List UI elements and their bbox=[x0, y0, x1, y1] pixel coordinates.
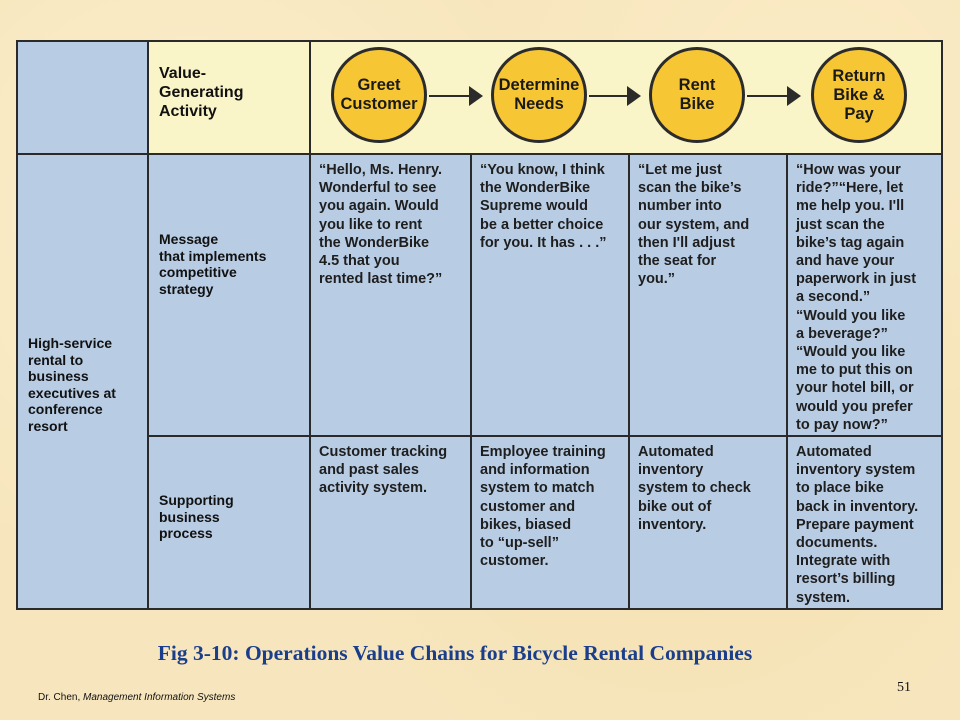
process-determine-cell: Employee training and information system… bbox=[470, 435, 630, 610]
footer-book: Management Information Systems bbox=[83, 692, 236, 703]
left-label-cell: High-service rental to business executiv… bbox=[16, 153, 149, 610]
arrow-1 bbox=[429, 86, 483, 106]
value-chain-figure: Value- Generating Activity Greet Custome… bbox=[16, 40, 943, 610]
step-rent-bike: Rent Bike bbox=[649, 47, 745, 143]
process-rent-cell: Automated inventory system to check bike… bbox=[628, 435, 788, 610]
message-greet-cell: “Hello, Ms. Henry. Wonderful to see you … bbox=[309, 153, 472, 437]
step-return-bike-pay: Return Bike & Pay bbox=[811, 47, 907, 143]
arrow-3 bbox=[747, 86, 801, 106]
arrow-2 bbox=[589, 86, 641, 106]
message-label: Message that implements competitive stra… bbox=[159, 231, 267, 297]
page-number: 51 bbox=[897, 680, 911, 695]
message-rent-cell: “Let me just scan the bike’s number into… bbox=[628, 153, 788, 437]
process-determine-text: Employee training and information system… bbox=[480, 444, 606, 570]
message-greet-text: “Hello, Ms. Henry. Wonderful to see you … bbox=[319, 162, 443, 288]
process-greet-cell: Customer tracking and past sales activit… bbox=[309, 435, 472, 610]
process-rent-text: Automated inventory system to check bike… bbox=[638, 444, 751, 533]
value-generating-activity-label: Value- Generating Activity bbox=[159, 65, 244, 120]
message-return-text: “How was your ride?”“Here, let me help y… bbox=[796, 162, 917, 433]
figure-caption: Fig 3-10: Operations Value Chains for Bi… bbox=[157, 641, 753, 665]
message-determine-text: “You know, I think the WonderBike Suprem… bbox=[480, 162, 607, 251]
step-determine-needs: Determine Needs bbox=[491, 47, 587, 143]
process-label: Supporting business process bbox=[159, 492, 234, 541]
row-message-label-cell: Message that implements competitive stra… bbox=[147, 153, 311, 437]
segment-label: High-service rental to business executiv… bbox=[28, 335, 116, 434]
header-label-cell: Value- Generating Activity bbox=[147, 40, 311, 155]
process-return-cell: Automated inventory system to place bike… bbox=[786, 435, 943, 610]
footer-author: Dr. Chen, bbox=[38, 692, 84, 703]
header-steps-cell: Greet Customer Determine Needs Rent Bike… bbox=[309, 40, 943, 155]
process-return-text: Automated inventory system to place bike… bbox=[796, 444, 919, 606]
process-greet-text: Customer tracking and past sales activit… bbox=[319, 444, 448, 497]
message-determine-cell: “You know, I think the WonderBike Suprem… bbox=[470, 153, 630, 437]
message-rent-text: “Let me just scan the bike’s number into… bbox=[638, 162, 750, 288]
row-process-label-cell: Supporting business process bbox=[147, 435, 311, 610]
message-return-cell: “How was your ride?”“Here, let me help y… bbox=[786, 153, 943, 437]
corner-cell bbox=[16, 40, 149, 155]
footer-credit: Dr. Chen, Management Information Systems bbox=[38, 692, 235, 703]
step-greet-customer: Greet Customer bbox=[331, 47, 427, 143]
